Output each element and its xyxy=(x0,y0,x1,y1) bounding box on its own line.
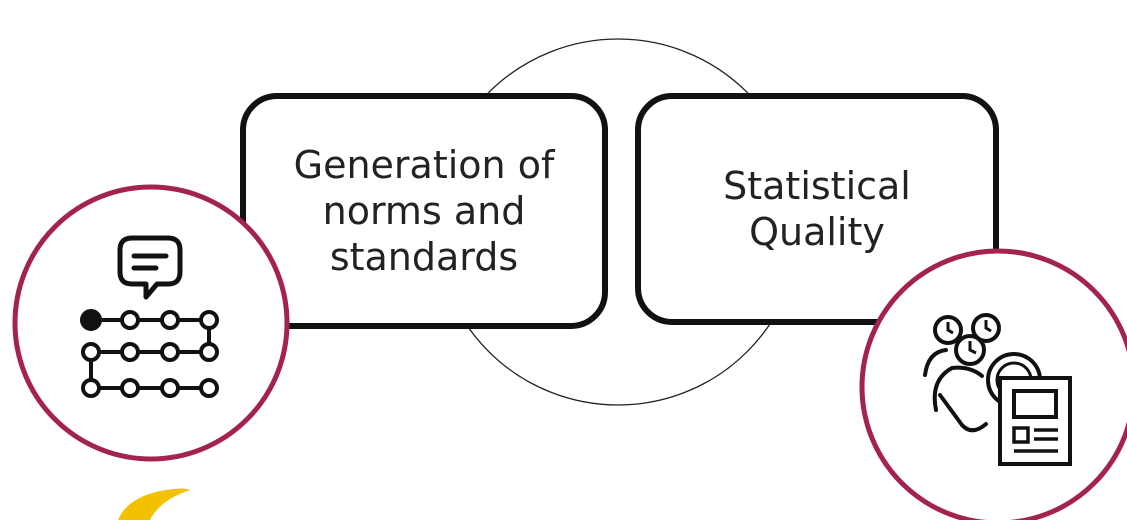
logo-swoosh xyxy=(118,488,190,520)
norms-box xyxy=(240,93,608,329)
team-review-document-icon xyxy=(859,248,1127,520)
quality-box xyxy=(635,93,999,325)
quality-box-label: Statistical Quality xyxy=(723,164,911,254)
norms-box-label: Generation of norms and standards xyxy=(293,143,555,279)
chat-roadmap-icon xyxy=(12,184,290,462)
